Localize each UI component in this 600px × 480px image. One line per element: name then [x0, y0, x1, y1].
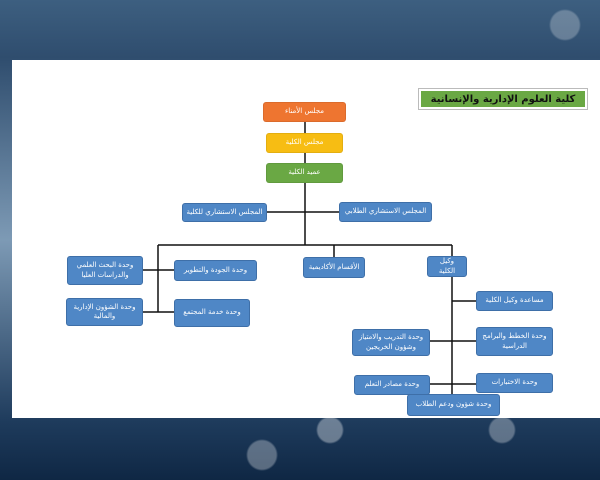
node-assistant-vice-dean: مساعدة وكيل الكلية [476, 291, 553, 311]
node-plans-unit: وحدة الخطط والبرامج الدراسية [476, 327, 553, 356]
node-exams-unit: وحدة الاختبارات [476, 373, 553, 393]
node-learning-resources-unit: وحدة مصادر التعلم [354, 375, 430, 395]
node-community-unit: وحدة خدمة المجتمع [174, 299, 250, 327]
node-training-unit: وحدة التدريب والامتياز وشؤون الخريجين [352, 329, 430, 356]
college-title: كلية العلوم الإدارية والإنسانية [418, 88, 588, 110]
node-admin-finance-unit: وحدة الشؤون الإدارية والمالية [66, 298, 143, 326]
node-advisory-students: المجلس الاستشاري الطلابي [339, 202, 432, 222]
node-college-council: مجلس الكلية [266, 133, 343, 153]
node-research-unit: وحدة البحث العلمي والدراسات العليا [67, 256, 143, 285]
node-academic-departments: الأقسام الأكاديمية [303, 257, 365, 278]
node-advisory-college: المجلس الاستشاري للكلية [182, 203, 267, 222]
node-vice-dean: وكيل الكلية [427, 256, 467, 277]
node-student-affairs-unit: وحدة شؤون ودعم الطلاب [407, 394, 500, 416]
node-trustees: مجلس الأمناء [263, 102, 346, 122]
node-quality-unit: وحدة الجودة والتطوير [174, 260, 257, 281]
node-dean: عميد الكلية [266, 163, 343, 183]
